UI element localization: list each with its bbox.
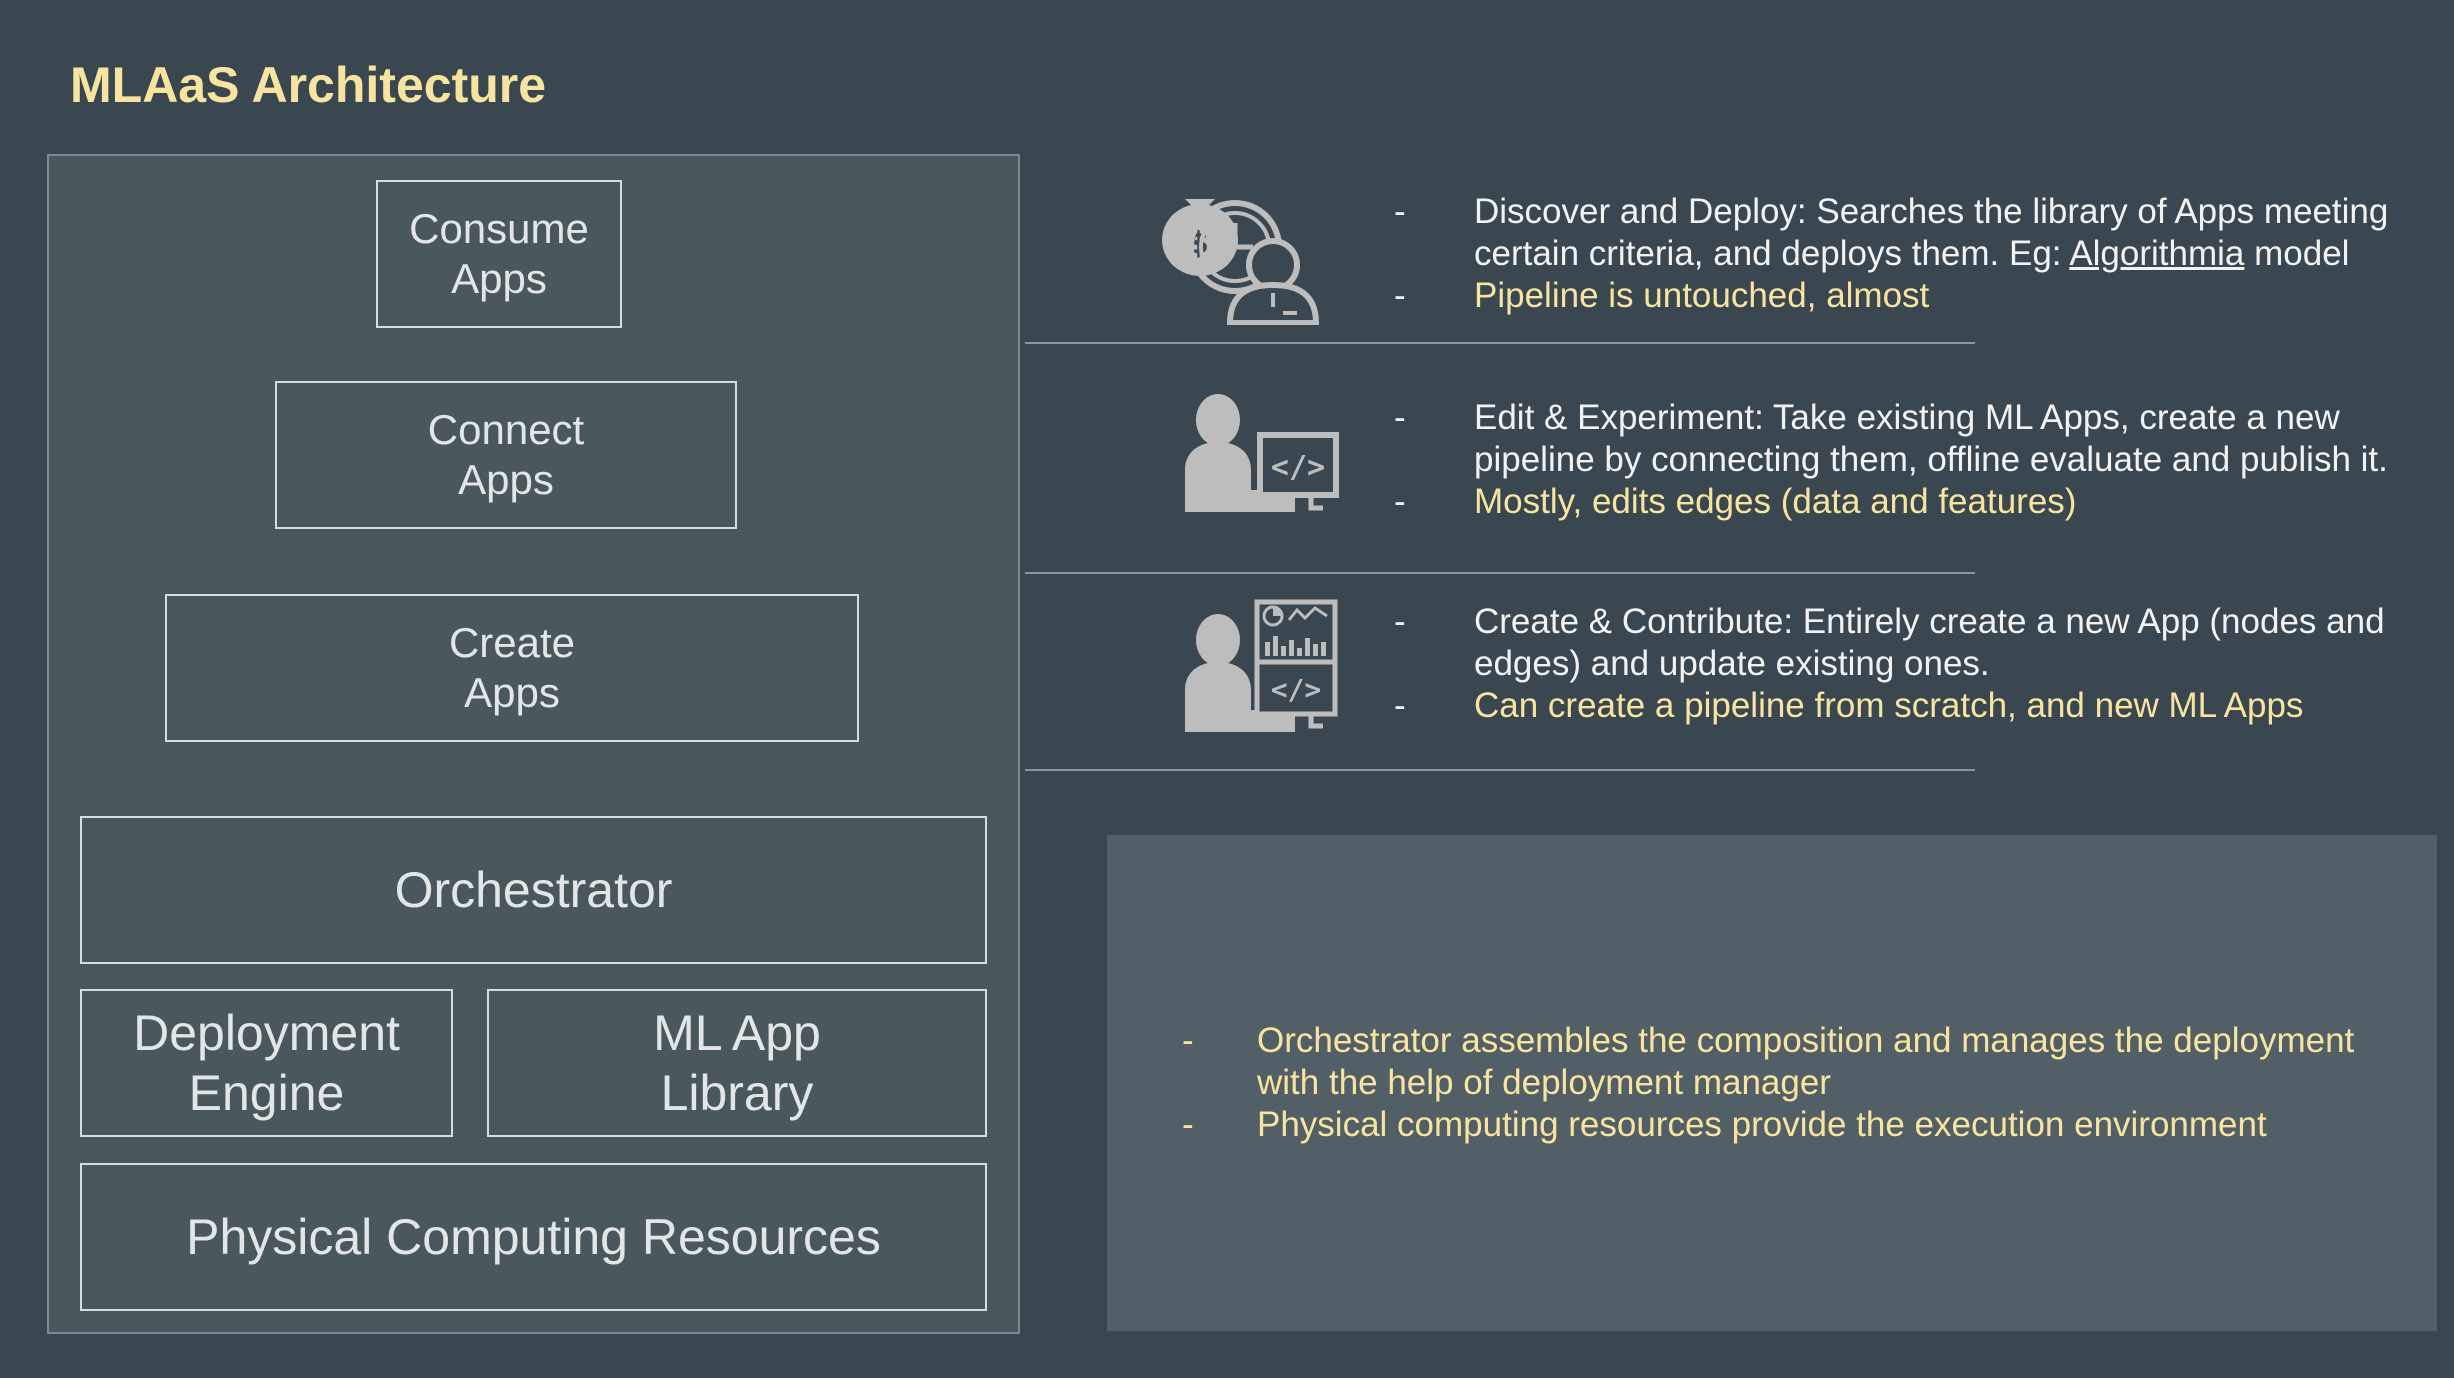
- section-divider: [1025, 342, 1975, 344]
- list-item: - Pipeline is untouched, almost: [1394, 275, 2444, 317]
- architecture-panel: [47, 154, 1020, 1334]
- bullet-dash: -: [1182, 1021, 1194, 1060]
- algorithmia-link[interactable]: Algorithmia: [2069, 234, 2245, 273]
- orchestrator-label: Orchestrator: [394, 862, 673, 918]
- list-item: - Mostly, edits edges (data and features…: [1394, 481, 2444, 523]
- bullet-dash: -: [1394, 686, 1406, 725]
- deployment-engine-box: Deployment Engine: [80, 989, 453, 1137]
- list-item: - Edit & Experiment: Take existing ML Ap…: [1394, 397, 2444, 481]
- discover-deploy-text: Discover and Deploy: Searches the librar…: [1474, 191, 2444, 275]
- connect-apps-box: Connect Apps: [275, 381, 737, 529]
- create-apps-label: Create Apps: [448, 618, 576, 716]
- discover-deploy-suffix: model: [2244, 234, 2350, 273]
- discover-deploy-prefix: Discover and Deploy: Searches the librar…: [1474, 192, 2389, 273]
- bullet-dash: -: [1394, 276, 1406, 315]
- notes-list: - Orchestrator assembles the composition…: [1182, 1020, 2412, 1146]
- connect-apps-label: Connect Apps: [427, 405, 585, 503]
- consume-apps-box: Consume Apps: [376, 180, 622, 328]
- edits-edges-text: Mostly, edits edges (data and features): [1474, 482, 2077, 521]
- bullet-dash: -: [1394, 482, 1406, 521]
- list-item: - Physical computing resources provide t…: [1182, 1104, 2412, 1146]
- pipeline-untouched-text: Pipeline is untouched, almost: [1474, 276, 1930, 315]
- orchestrator-box: Orchestrator: [80, 816, 987, 964]
- list-item: - Orchestrator assembles the composition…: [1182, 1020, 2412, 1104]
- create-pipeline-text: Can create a pipeline from scratch, and …: [1474, 686, 2304, 725]
- edit-experiment-description: - Edit & Experiment: Take existing ML Ap…: [1394, 397, 2444, 523]
- list-item: - Discover and Deploy: Searches the libr…: [1394, 191, 2444, 275]
- ml-app-library-label: ML App Library: [653, 1005, 821, 1121]
- section-divider: [1025, 572, 1975, 574]
- create-contribute-text: Create & Contribute: Entirely create a n…: [1474, 602, 2385, 683]
- section-divider: [1025, 769, 1975, 771]
- bullet-dash: -: [1394, 398, 1406, 437]
- list-item: - Can create a pipeline from scratch, an…: [1394, 685, 2444, 727]
- list-item: - Create & Contribute: Entirely create a…: [1394, 601, 2444, 685]
- bullet-dash: -: [1182, 1105, 1194, 1144]
- notes-panel: - Orchestrator assembles the composition…: [1107, 835, 2437, 1331]
- ml-app-library-box: ML App Library: [487, 989, 987, 1137]
- physical-computing-resources-label: Physical Computing Resources: [186, 1209, 881, 1265]
- orchestrator-note: Orchestrator assembles the composition a…: [1257, 1021, 2355, 1102]
- page-title: MLAaS Architecture: [70, 57, 547, 113]
- physical-computing-resources-box: Physical Computing Resources: [80, 1163, 987, 1311]
- svg-text:</>: </>: [1271, 673, 1322, 706]
- create-apps-box: Create Apps: [165, 594, 859, 742]
- user-analytics-code-icon: </>: [1185, 598, 1340, 733]
- bullet-dash: -: [1394, 192, 1406, 231]
- create-contribute-description: - Create & Contribute: Entirely create a…: [1394, 601, 2444, 727]
- user-code-icon: </>: [1185, 380, 1340, 515]
- bullet-dash: -: [1394, 602, 1406, 641]
- physical-resources-note: Physical computing resources provide the…: [1257, 1105, 2267, 1144]
- edit-experiment-text: Edit & Experiment: Take existing ML Apps…: [1474, 398, 2388, 479]
- discover-deploy-description: - Discover and Deploy: Searches the libr…: [1394, 191, 2444, 317]
- consume-apps-label: Consume Apps: [409, 204, 589, 302]
- user-money-icon: $: [1155, 185, 1330, 326]
- deployment-engine-label: Deployment Engine: [133, 1005, 400, 1121]
- svg-text:</>: </>: [1271, 450, 1325, 485]
